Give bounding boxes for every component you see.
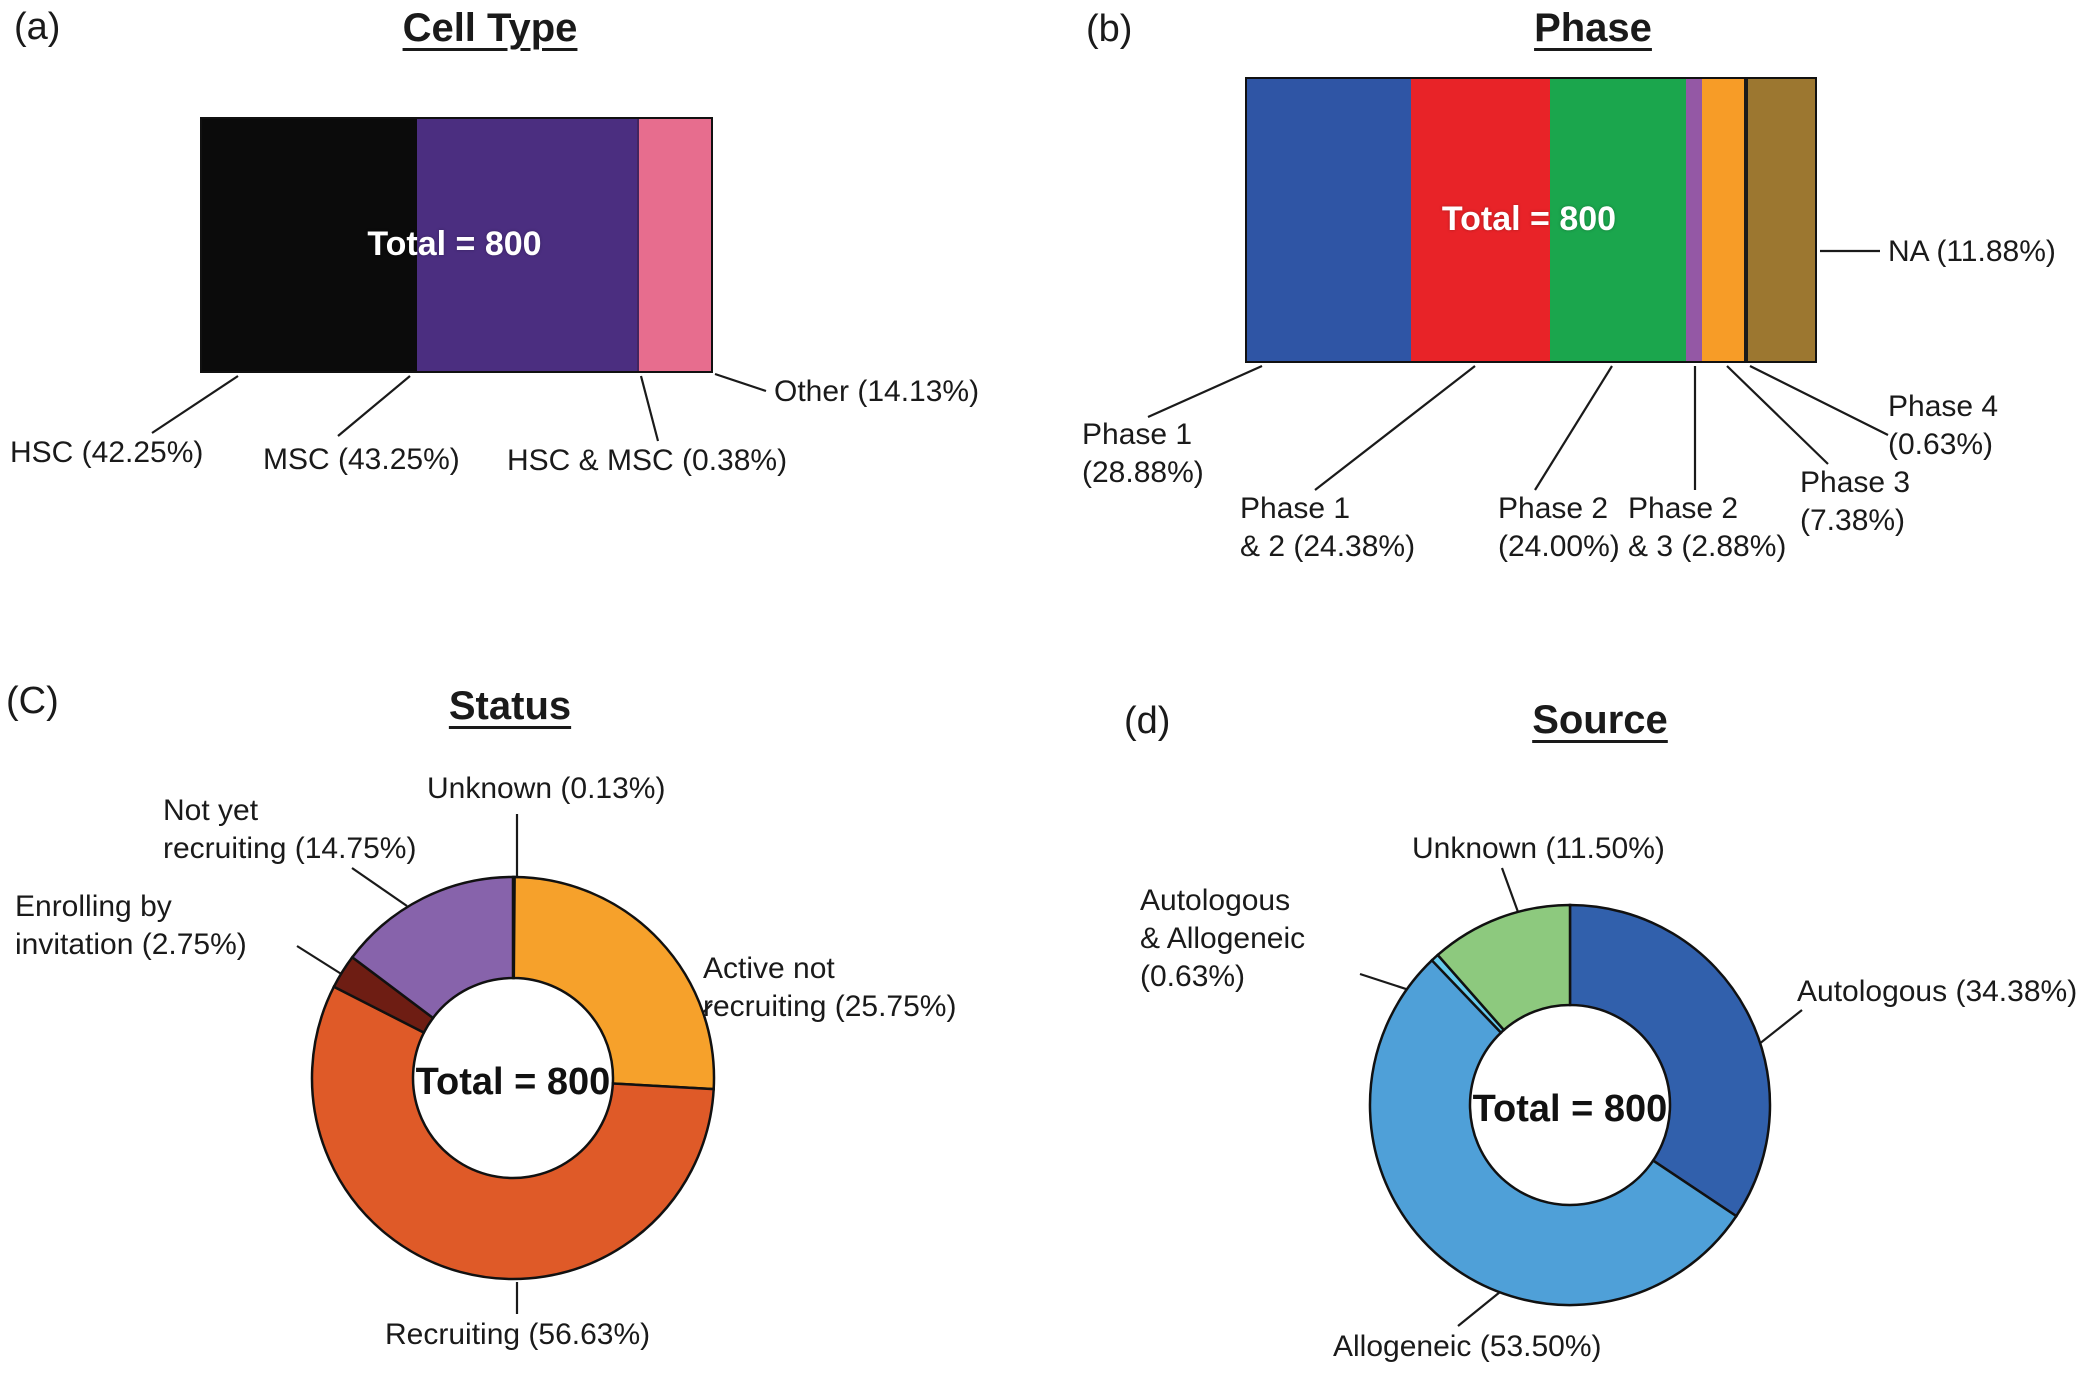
donut-slice-unknown (1435, 903, 1572, 1032)
leader-line (1749, 365, 1889, 436)
bar-segment-na (1747, 79, 1815, 361)
phase-stacked-bar (1245, 77, 1817, 363)
bar-segment-phase-2 (1549, 79, 1686, 361)
leader-line (151, 375, 239, 434)
slice-label-na: NA (11.88%) (1888, 235, 2056, 268)
slice-label-autologous-and-allogeneic: Autologous & Allogeneic (0.63%) (1140, 884, 1306, 993)
slice-label-phase-1-2: Phase 1& 2 (24.38%) (1240, 492, 1416, 563)
slice-label-hsc: HSC (42.25%) (10, 436, 204, 469)
donut-slice-allogeneic (1368, 958, 1739, 1307)
slice-label-phase-2: Phase 2(24.00%) (1498, 492, 1620, 563)
panel-letter-b: (b) (1086, 8, 1133, 50)
slice-label-phase-1: Phase 1(28.88%) (1082, 418, 1204, 489)
bar-segment-phase-4 (1744, 79, 1748, 361)
panel-title-phase: Phase (1534, 6, 1652, 50)
donut-slice-recruiting (310, 985, 716, 1281)
cell-type-total-label: Total = 800 (367, 225, 542, 263)
source-total-label: Total = 800 (1472, 1088, 1668, 1130)
leader-line (1534, 365, 1613, 491)
bar-segment-hsc (202, 119, 418, 371)
leader-line (714, 372, 767, 393)
panel-title-status: Status (448, 684, 572, 728)
slice-label-allogeneic: Allogeneic (53.50%) (1333, 1330, 1602, 1363)
donut-slice-active-not-recruiting (512, 875, 716, 1091)
bar-segment-phase-2-3 (1685, 79, 1703, 361)
leader-line (337, 375, 411, 437)
slice-label-hsc-and-msc: HSC & MSC (0.38%) (507, 444, 788, 477)
donut-slice-not-yet-recruiting (350, 875, 515, 1020)
bar-segment-hsc-msc (637, 119, 640, 371)
leader-line (1314, 365, 1476, 491)
donut-slice-autologous (1568, 903, 1772, 1218)
source-donut-chart (1368, 903, 1772, 1307)
status-total-label: Total = 800 (415, 1061, 611, 1103)
slice-label-phase-3: Phase 3(7.38%) (1800, 466, 1911, 537)
panel-letter-c: (C) (6, 680, 59, 722)
slice-label-phase-4: Phase 4(0.63%) (1888, 390, 1999, 461)
slice-label-autologous: Autologous (34.38%) (1797, 975, 2078, 1008)
slice-label-msc: MSC (43.25%) (263, 443, 460, 476)
panel-title-cell-type: Cell Type (402, 6, 578, 50)
slice-label-status-unknown: Unknown (0.13%) (427, 772, 666, 805)
panel-letter-d: (d) (1124, 700, 1171, 742)
phase-total-label: Total = 800 (1441, 200, 1617, 238)
leader-line (1726, 365, 1829, 465)
slice-label-recruiting: Recruiting (56.63%) (385, 1318, 651, 1351)
bar-segment-phase-3 (1702, 79, 1745, 361)
leader-line (639, 375, 660, 442)
slice-label-source-unknown: Unknown (11.50%) (1412, 832, 1665, 865)
panel-letter-a: (a) (14, 6, 61, 48)
bar-segment-phase-1 (1247, 79, 1412, 361)
bar-segment-msc (417, 119, 638, 371)
panel-title-source: Source (1532, 698, 1668, 742)
slice-label-phase-2-3: Phase 2& 3 (2.88%) (1628, 492, 1787, 563)
status-donut-chart (310, 875, 716, 1281)
bar-segment-other (639, 119, 711, 371)
slice-label-other: Other (14.13%) (774, 375, 980, 408)
cell-type-stacked-bar (200, 117, 713, 373)
leader-line (1147, 364, 1263, 419)
bar-segment-phase-1-2 (1411, 79, 1550, 361)
